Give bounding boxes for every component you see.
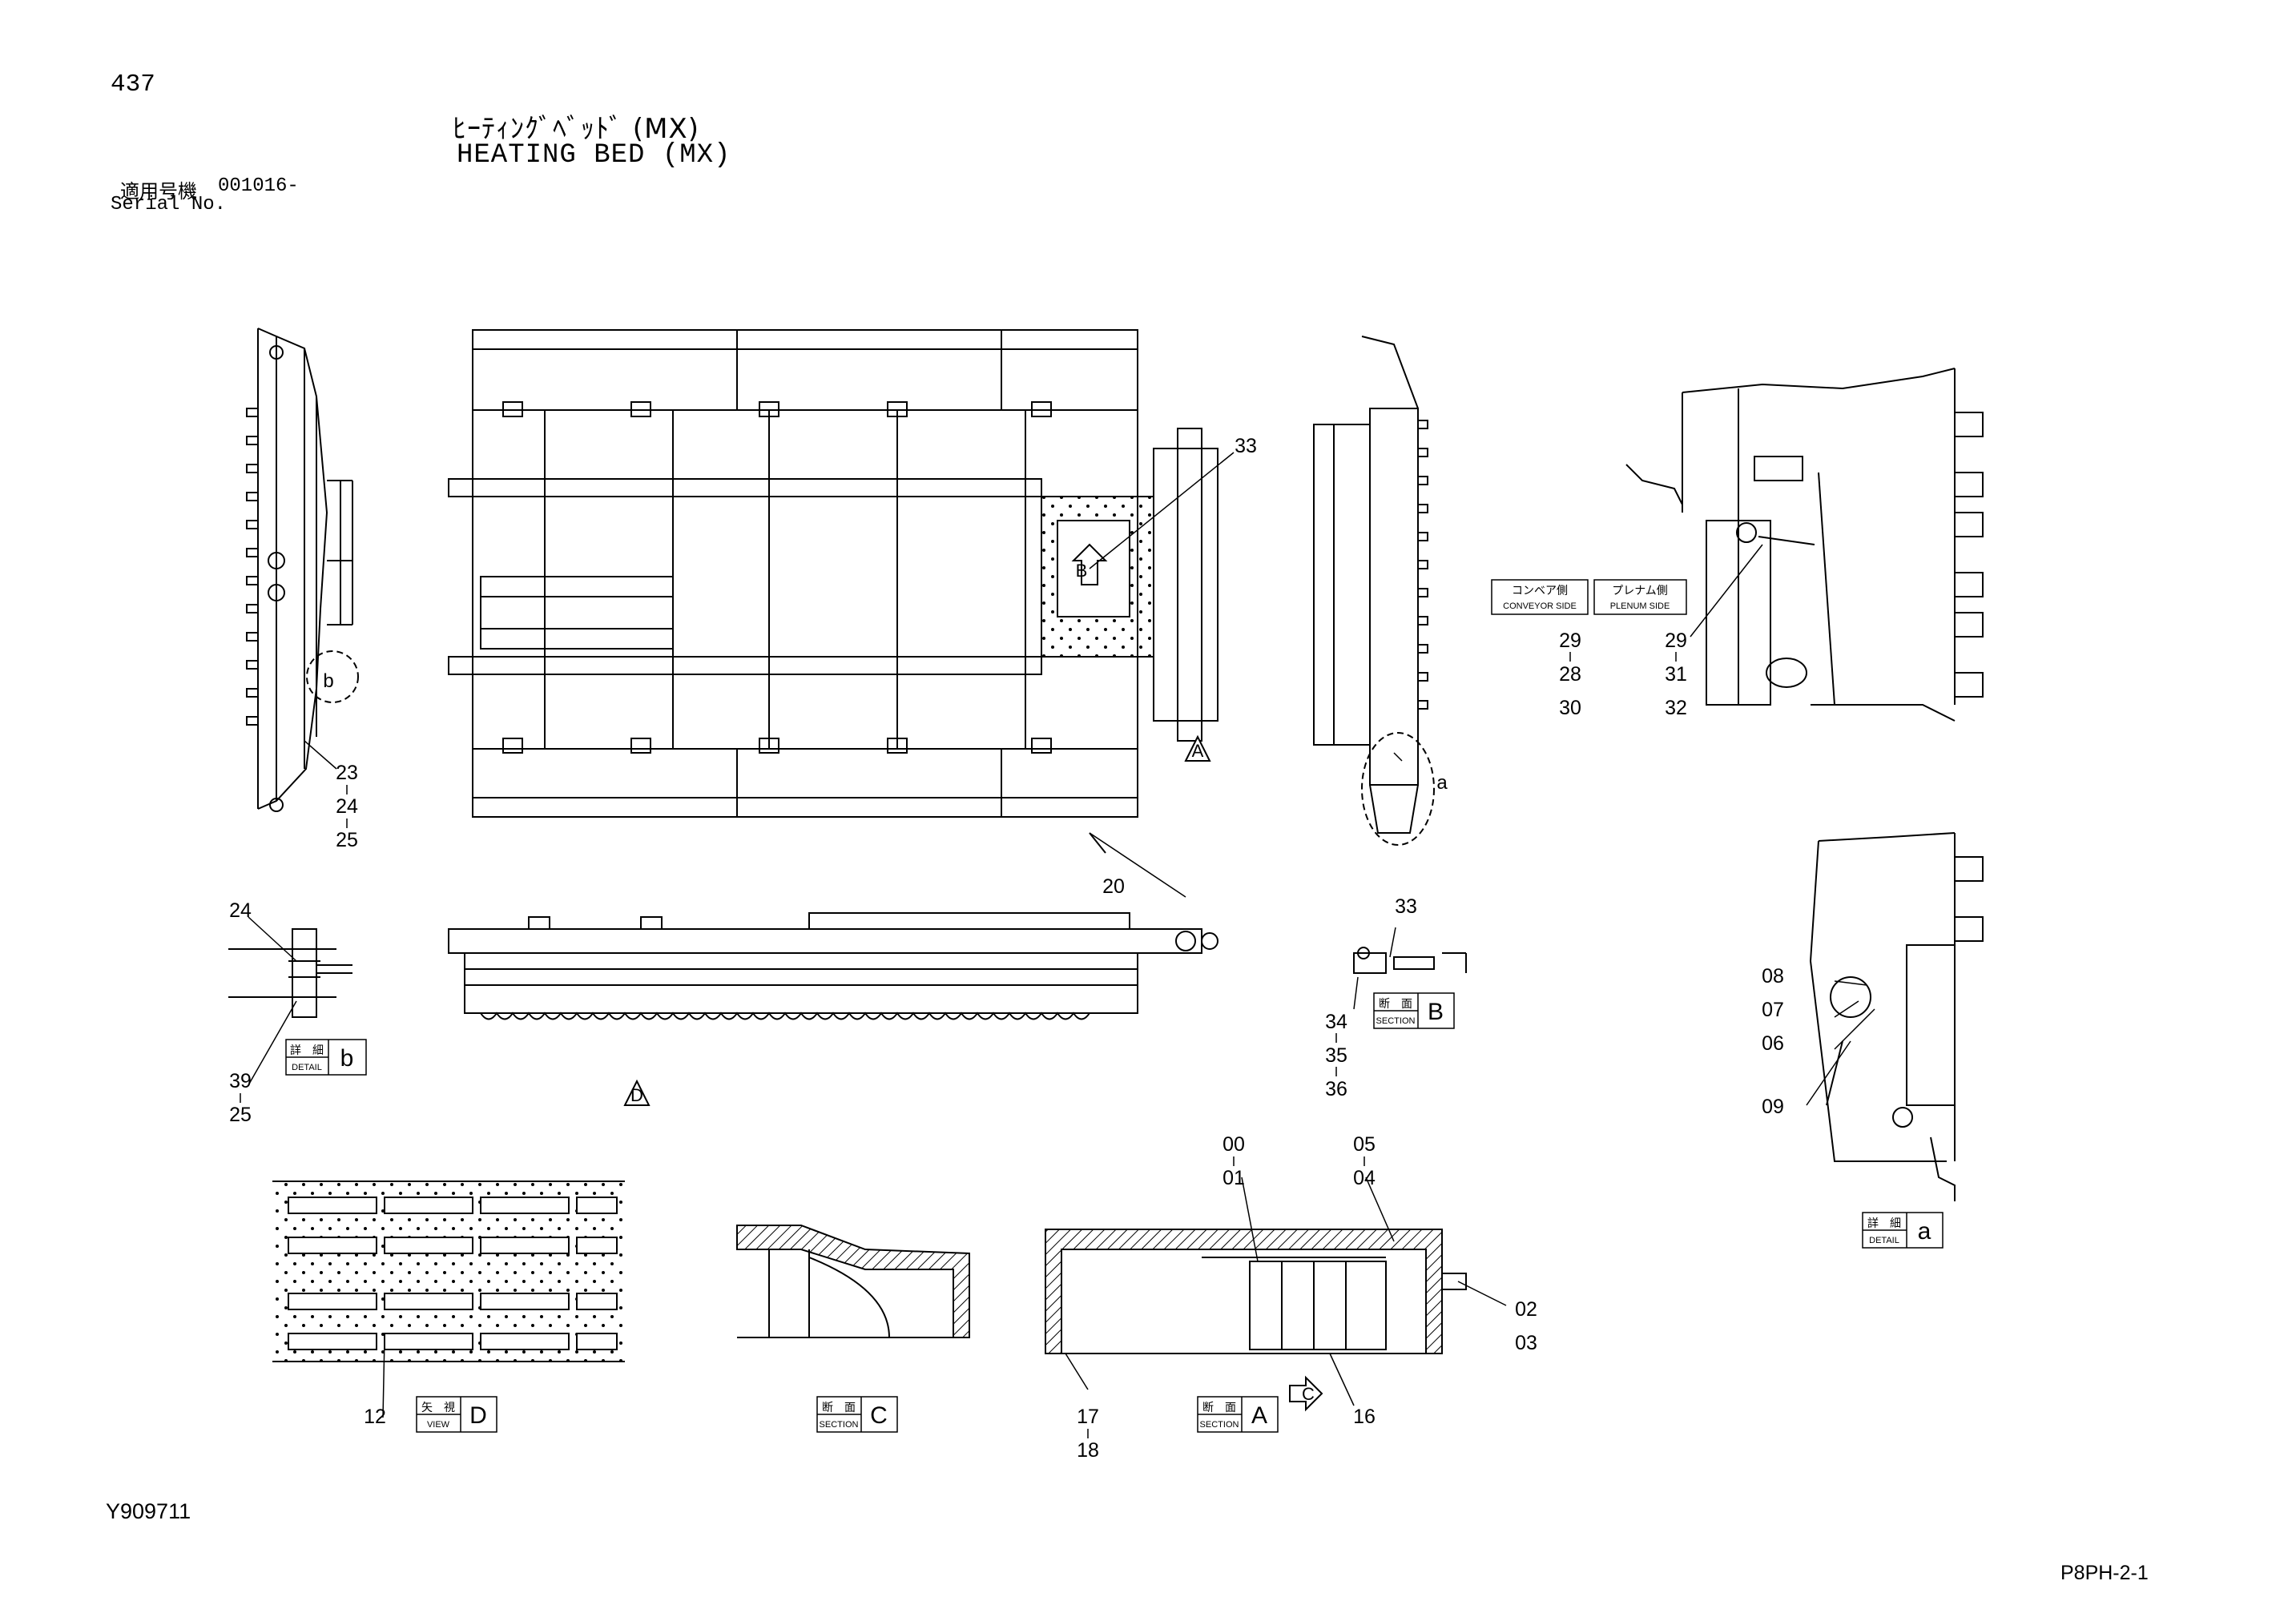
- page-number: 437: [111, 70, 155, 99]
- left-side-view: [246, 328, 359, 812]
- end-view: [1313, 336, 1435, 846]
- section-c: [736, 1225, 970, 1338]
- label-text: コンベア側 CONVEYOR SIDE プレナム側 PLENUM SIDE 詳 …: [290, 585, 1931, 1430]
- part-05: 05: [1353, 1133, 1376, 1156]
- part-28: 28: [1559, 663, 1581, 686]
- part-24-lower: 24: [229, 899, 252, 922]
- sheet-number: P8PH-2-1: [2060, 1562, 2149, 1584]
- leader-lines: [248, 452, 1875, 1418]
- part-29-left: 29: [1559, 629, 1581, 652]
- part-25-upper: 25: [336, 829, 358, 851]
- arrow-c-letter: C: [1302, 1384, 1315, 1404]
- part-06: 06: [1762, 1032, 1784, 1055]
- part-04: 04: [1353, 1167, 1376, 1189]
- part-07: 07: [1762, 999, 1784, 1021]
- part-24-upper: 24: [336, 795, 358, 818]
- view-d: [272, 1181, 625, 1362]
- part-numbers: 33 29 28 30 29 31 32 23 24 25 20 33 24 3…: [229, 435, 1784, 1462]
- arrow-a-letter: A: [1192, 741, 1204, 761]
- serial-value: 001016-: [218, 175, 299, 197]
- part-35: 35: [1325, 1044, 1347, 1067]
- section-c-jp: 断 面: [822, 1402, 856, 1414]
- detail-b-jp: 詳 細: [290, 1044, 324, 1057]
- part-23: 23: [336, 762, 358, 784]
- part-34: 34: [1325, 1011, 1347, 1033]
- section-a-letter: A: [1251, 1402, 1267, 1429]
- part-01: 01: [1223, 1167, 1245, 1189]
- serial-label-japanese: 適用号機: [120, 180, 197, 203]
- part-02: 02: [1515, 1298, 1537, 1321]
- section-b-en: SECTION: [1376, 1016, 1416, 1026]
- view-d-en: VIEW: [427, 1420, 450, 1430]
- section-a-en: SECTION: [1200, 1420, 1239, 1430]
- view-d-jp: 矢 視: [421, 1402, 455, 1414]
- detail-a-lower: [1809, 832, 1984, 1201]
- section-c-letter: C: [870, 1402, 888, 1429]
- part-32: 32: [1665, 697, 1687, 719]
- part-16: 16: [1353, 1406, 1376, 1428]
- section-a-jp: 断 面: [1202, 1402, 1236, 1414]
- part-33-top: 33: [1235, 435, 1257, 457]
- detail-a-jp: 詳 細: [1867, 1217, 1901, 1230]
- circle-a-letter: a: [1436, 772, 1448, 794]
- arrow-letters: A D B C b a: [323, 561, 1448, 1404]
- plan-view: [448, 329, 1218, 854]
- section-a: [1045, 1229, 1467, 1412]
- part-08: 08: [1762, 965, 1784, 987]
- section-b-letter: B: [1428, 999, 1444, 1025]
- part-30: 30: [1559, 697, 1581, 719]
- conveyor-side-en: CONVEYOR SIDE: [1503, 601, 1577, 611]
- detail-b-letter: b: [340, 1045, 354, 1072]
- title-japanese: ﾋｰﾃｨﾝｸﾞﾍﾞｯﾄﾞ (MX): [453, 113, 699, 145]
- plenum-side-jp: プレナム側: [1612, 585, 1668, 597]
- detail-b: [228, 928, 352, 1018]
- conveyor-side-jp: コンベア側: [1512, 585, 1568, 597]
- part-36: 36: [1325, 1078, 1347, 1100]
- detail-a-upper: [1625, 368, 1984, 722]
- circle-b-letter: b: [323, 670, 333, 692]
- section-c-en: SECTION: [820, 1420, 859, 1430]
- part-03: 03: [1515, 1332, 1537, 1354]
- section-b-jp: 断 面: [1379, 998, 1412, 1011]
- part-18: 18: [1077, 1439, 1099, 1462]
- section-b: [1353, 947, 1467, 974]
- part-25-lower: 25: [229, 1104, 252, 1126]
- detail-a-letter: a: [1918, 1218, 1931, 1245]
- title-english: HEATING BED (MX): [457, 140, 731, 171]
- part-17: 17: [1077, 1406, 1099, 1428]
- part-12: 12: [364, 1406, 386, 1428]
- drawing-number: Y909711: [106, 1499, 191, 1523]
- part-33-section: 33: [1395, 895, 1417, 918]
- view-d-letter: D: [469, 1402, 487, 1429]
- detail-b-en: DETAIL: [292, 1063, 322, 1072]
- part-39: 39: [229, 1070, 252, 1092]
- serial-label-english: Serial No.: [111, 194, 227, 215]
- front-elevation: [448, 912, 1218, 1106]
- part-09: 09: [1762, 1096, 1784, 1118]
- plenum-side-en: PLENUM SIDE: [1610, 601, 1670, 611]
- number-ticks: [240, 652, 1677, 1438]
- part-00: 00: [1223, 1133, 1245, 1156]
- label-boxes: [285, 579, 1944, 1433]
- part-29-right: 29: [1665, 629, 1687, 652]
- detail-a-en: DETAIL: [1869, 1236, 1899, 1245]
- arrow-d-letter: D: [630, 1085, 643, 1105]
- arrow-b-letter: B: [1076, 561, 1088, 581]
- part-31: 31: [1665, 663, 1687, 686]
- part-20: 20: [1102, 875, 1125, 898]
